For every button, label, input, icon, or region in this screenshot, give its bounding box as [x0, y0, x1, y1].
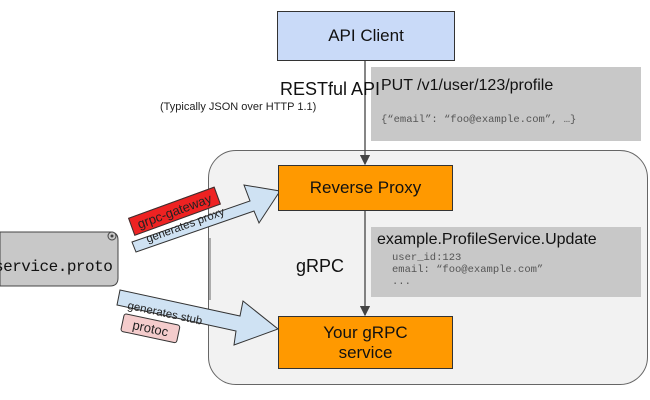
grpc-request-line: user_id:123 [392, 252, 462, 264]
proto-file-label: service.proto [0, 258, 113, 276]
grpc-request-panel [371, 227, 641, 297]
grpc-request-title: example.ProfileService.Update [377, 231, 597, 248]
api-client-box: API Client [277, 11, 455, 61]
grpc-service-box: Your gRPC service [278, 316, 453, 369]
restful-api-note: (Typically JSON over HTTP 1.1) [160, 101, 317, 113]
reverse-proxy-box: Reverse Proxy [278, 165, 453, 211]
rest-request-title: PUT /v1/user/123/profile [381, 77, 554, 94]
grpc-label: gRPC [296, 256, 345, 276]
restful-api-label: RESTful API [280, 79, 381, 99]
api-client-label: API Client [328, 26, 404, 45]
rest-request-body: {“email”: “foo@example.com”, …} [381, 114, 577, 126]
grpc-service-label-line2: service [338, 342, 393, 362]
rest-request-panel [371, 67, 641, 141]
generates-proxy-arrow [131, 184, 281, 253]
grpc-request-line: ... [392, 276, 411, 288]
grpc-service-label-line1: Your gRPC [323, 322, 408, 342]
proto-scroll-icon [0, 231, 119, 287]
generates-stub-arrow [116, 289, 280, 346]
grpc-request-line: email: “foo@example.com” [392, 264, 544, 276]
reverse-proxy-label: Reverse Proxy [309, 178, 422, 197]
